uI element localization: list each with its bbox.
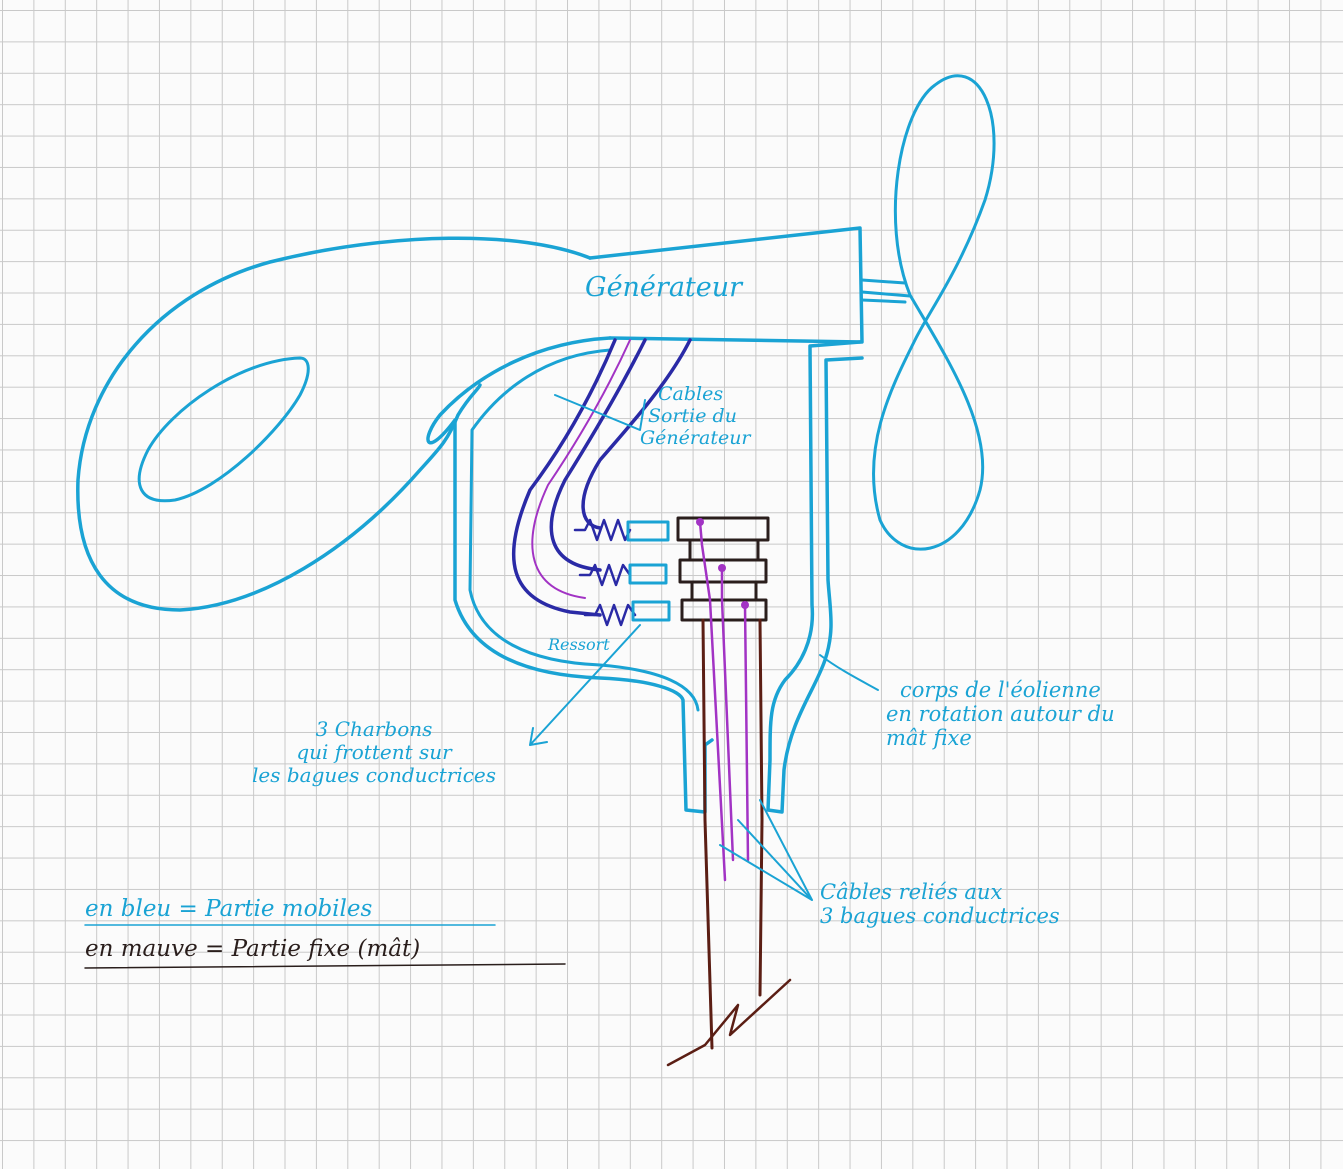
cables-exit-label: Cables Sortie du Générateur — [640, 384, 751, 450]
spring-bottom — [585, 605, 635, 625]
spring-label: Ressort — [548, 636, 610, 654]
ring-cables-line-1: Câbles reliés aux — [820, 880, 1060, 904]
ring-cables-line-2: 3 bagues conductrices — [820, 904, 1060, 928]
legend-mauve: en mauve = Partie fixe (mât) — [85, 936, 420, 962]
mast-break-mark — [668, 980, 790, 1065]
cables-exit-line-1: Cables — [640, 384, 751, 406]
ring-cable-3 — [745, 605, 748, 860]
body-line-1: corps de l'éolienne — [878, 678, 1115, 702]
ring-cables-label: Câbles reliés aux 3 bagues conductrices — [820, 880, 1060, 928]
ring-contact-3 — [741, 601, 749, 609]
hub-shaft — [862, 280, 910, 302]
carbon-brush-middle — [630, 565, 666, 583]
tail-vane-inner-loop — [139, 358, 308, 501]
body-leader-line — [820, 655, 878, 690]
propeller-blades — [873, 76, 994, 549]
body-line-3: mât fixe — [878, 726, 1115, 750]
spring-top — [575, 520, 630, 540]
cable-1 — [514, 340, 615, 615]
brushes-line-2: qui frottent sur — [252, 741, 496, 764]
ring-contact-1 — [696, 518, 704, 526]
carbon-brush-top — [628, 522, 668, 540]
cables-exit-line-3: Générateur — [640, 428, 751, 450]
carbon-brush-bottom — [633, 602, 669, 620]
legend-underline-mauve — [85, 964, 565, 968]
brushes-label: 3 Charbons qui frottent sur les bagues c… — [252, 718, 496, 787]
brushes-line-3: les bagues conductrices — [252, 764, 496, 787]
brushes-line-1: 3 Charbons — [252, 718, 496, 741]
cables-exit-line-2: Sortie du — [640, 406, 751, 428]
body-line-2: en rotation autour du — [878, 702, 1115, 726]
slip-ring-1 — [678, 518, 768, 540]
body-right-shell — [768, 342, 862, 812]
generator-label: Générateur — [585, 272, 742, 303]
ring-cable-2 — [722, 568, 733, 860]
body-label: corps de l'éolienne en rotation autour d… — [878, 678, 1115, 750]
ring-contact-2 — [718, 564, 726, 572]
slip-ring-3 — [682, 600, 766, 620]
legend-blue: en bleu = Partie mobiles — [85, 896, 372, 922]
